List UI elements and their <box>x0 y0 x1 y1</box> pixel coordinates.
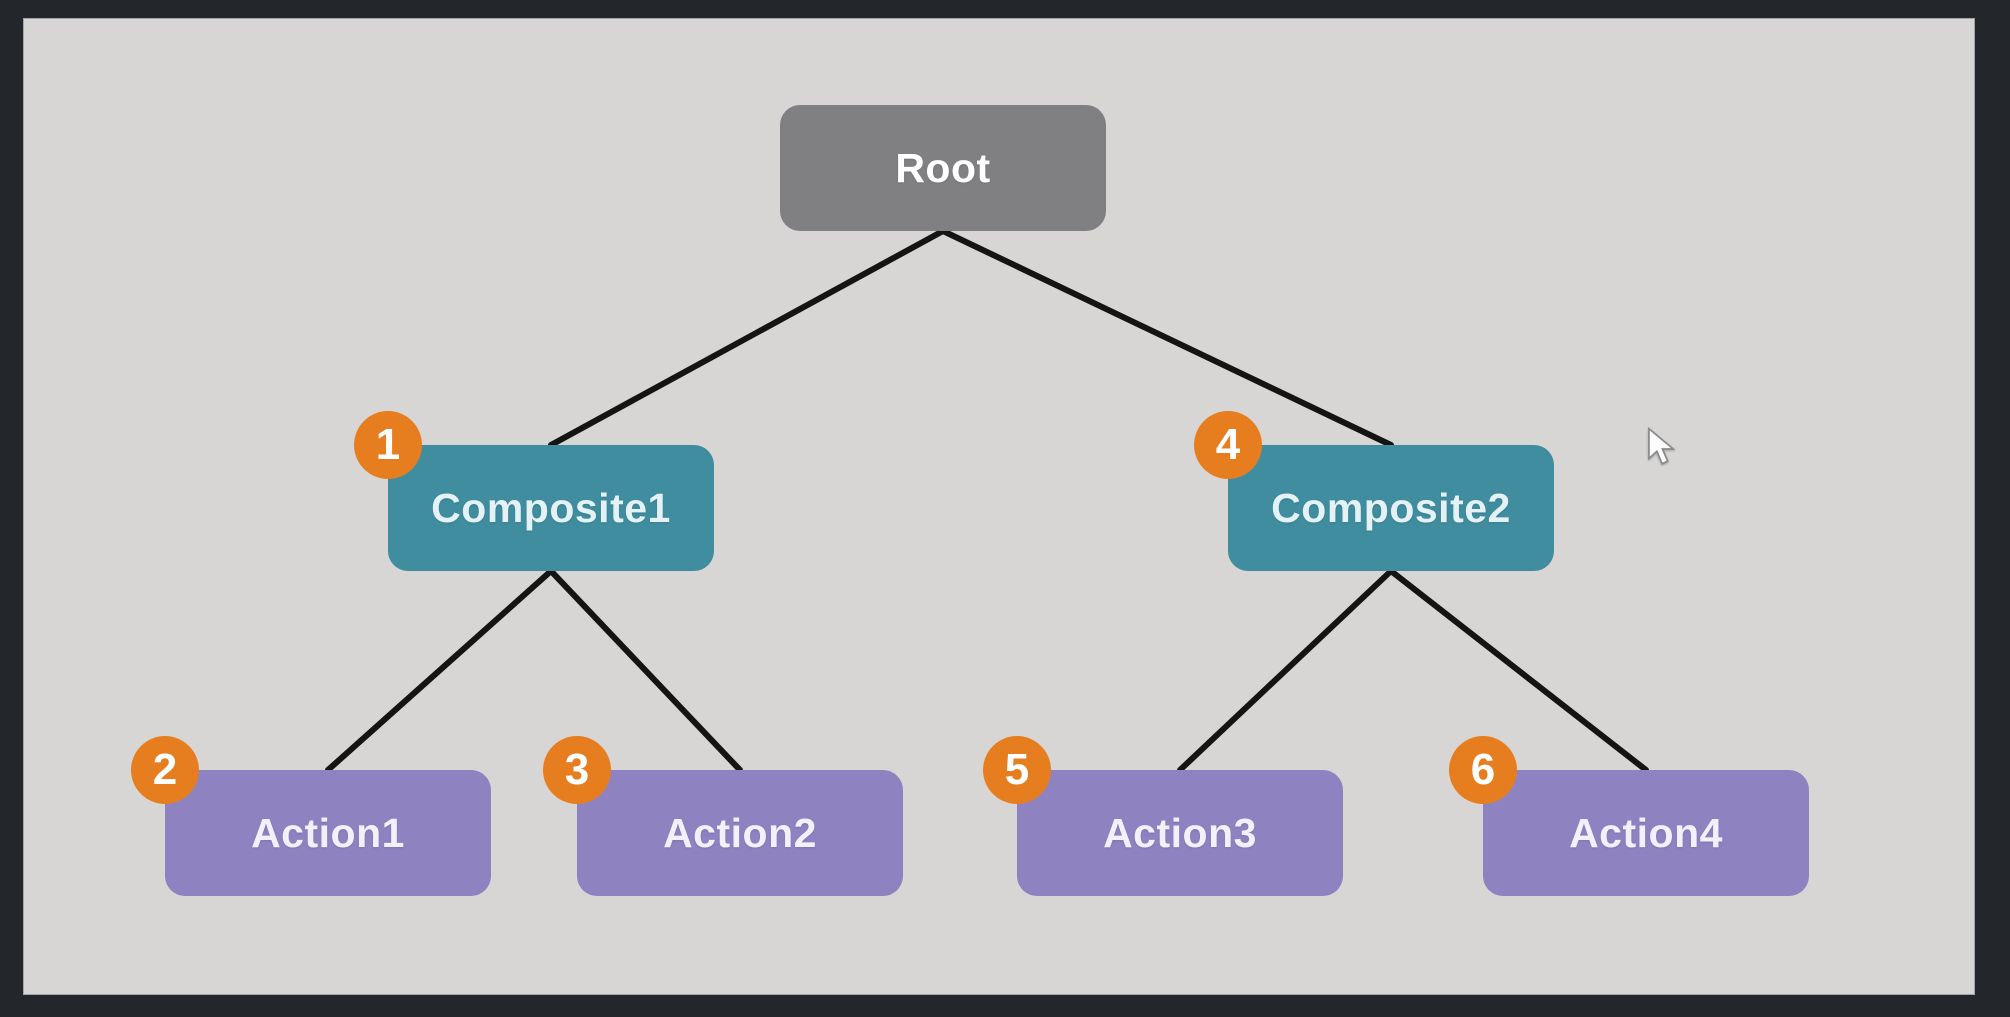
node-root[interactable]: Root <box>780 105 1106 231</box>
order-badge: 6 <box>1449 736 1517 804</box>
order-badge: 1 <box>354 411 422 479</box>
order-badge: 4 <box>1194 411 1262 479</box>
node-label: Action1 <box>251 809 405 856</box>
node-action3[interactable]: 5 Action3 <box>983 736 1343 896</box>
node-composite1[interactable]: 1 Composite1 <box>354 411 714 571</box>
order-badge: 2 <box>131 736 199 804</box>
node-action4[interactable]: 6 Action4 <box>1449 736 1809 896</box>
edge-composite1-action1 <box>325 568 554 773</box>
tree-edges <box>325 228 1649 773</box>
edge-composite2-action3 <box>1177 568 1394 773</box>
edge-composite2-action4 <box>1388 568 1649 773</box>
node-composite2[interactable]: 4 Composite2 <box>1194 411 1554 571</box>
node-label: Root <box>895 144 991 191</box>
node-action2[interactable]: 3 Action2 <box>543 736 903 896</box>
node-label: Action3 <box>1103 809 1257 856</box>
order-badge: 3 <box>543 736 611 804</box>
node-label: Composite1 <box>431 484 671 531</box>
node-label: Action2 <box>663 809 817 856</box>
node-action1[interactable]: 2 Action1 <box>131 736 491 896</box>
edge-root-composite1 <box>548 228 946 448</box>
edge-composite1-action2 <box>548 568 743 773</box>
node-label: Composite2 <box>1271 484 1511 531</box>
edge-root-composite2 <box>940 228 1394 448</box>
mouse-cursor-icon <box>1648 427 1675 465</box>
diagram-canvas: Root 1 Composite1 4 Composite2 2 Action1… <box>23 18 1975 995</box>
order-badge: 5 <box>983 736 1051 804</box>
node-label: Action4 <box>1569 809 1723 856</box>
